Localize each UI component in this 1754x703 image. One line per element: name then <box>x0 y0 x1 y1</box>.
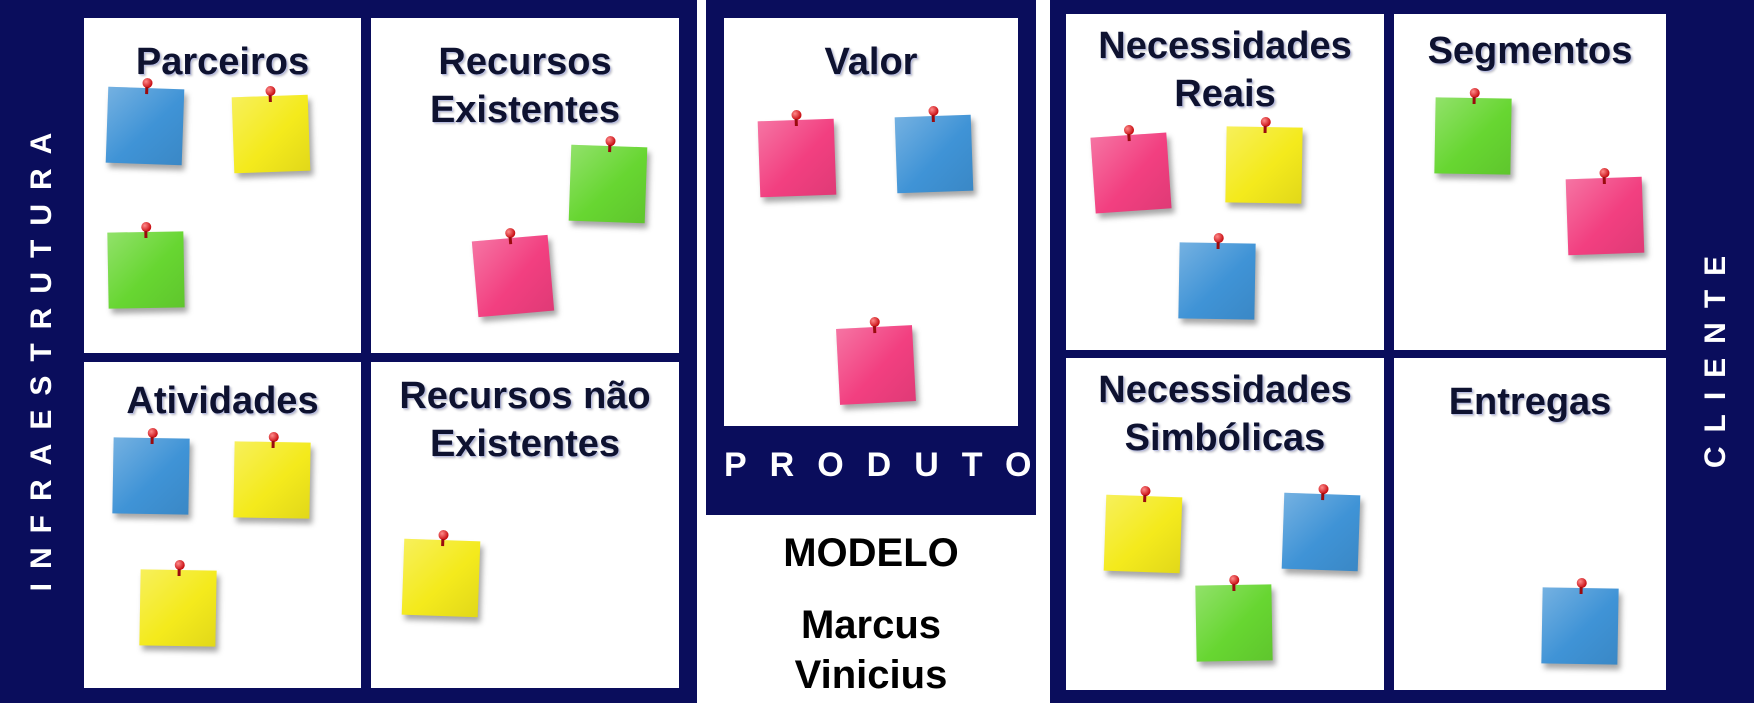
sticky-note-blue <box>1178 232 1256 320</box>
cell-recursos-nao-existentes: Recursos não Existentes <box>371 362 679 688</box>
sticky-note-blue <box>1281 483 1361 572</box>
pin-icon <box>1229 574 1240 586</box>
sticky-note-yellow <box>231 85 311 174</box>
author-first-name: Marcus <box>800 603 942 647</box>
cliente-panel: CLIENTE Necessidades Reais Segmentos Nec… <box>1050 0 1754 703</box>
sticky-note-blue <box>894 105 974 194</box>
title-entregas: Entregas <box>1448 381 1612 423</box>
pin-icon <box>1318 483 1329 495</box>
cell-entregas: Entregas <box>1394 358 1666 690</box>
sticky-note-blue <box>112 427 190 515</box>
pin-icon <box>605 135 616 147</box>
pin-icon <box>174 559 185 571</box>
title-recursos-nao-existentes: Recursos não Existentes <box>371 372 679 468</box>
title-recursos-existentes: Recursos Existentes <box>371 38 679 134</box>
infraestrutura-label: INFRAESTRUTURA <box>25 118 58 592</box>
pin-icon <box>1123 124 1135 136</box>
pin-icon <box>1469 87 1480 99</box>
title-necessidades-simbolicas: Necessidades Simbólicas <box>1066 366 1384 462</box>
title-recursos-existentes-line2: Existentes <box>429 89 621 131</box>
title-recursos-existentes-line1: Recursos <box>438 41 612 83</box>
sticky-note-pink <box>1090 124 1172 214</box>
sticky-note-green <box>107 221 185 309</box>
cell-necessidades-simbolicas: Necessidades Simbólicas <box>1066 358 1384 690</box>
pin-icon <box>1140 485 1151 497</box>
pin-icon <box>1213 232 1224 244</box>
pin-icon <box>791 109 802 121</box>
sticky-note-blue <box>1541 577 1619 665</box>
produto-label: PRODUTO <box>724 446 1055 484</box>
cell-parceiros: Parceiros <box>84 18 361 353</box>
pin-icon <box>504 227 516 239</box>
pin-icon <box>142 77 153 89</box>
author-last-name: Vinicius <box>794 653 948 697</box>
pin-icon <box>147 427 158 439</box>
title-necessidades-reais-line2: Reais <box>1174 73 1276 115</box>
cell-necessidades-reais: Necessidades Reais <box>1066 14 1384 350</box>
pin-icon <box>928 105 939 117</box>
pin-icon <box>869 316 881 328</box>
pin-icon <box>268 431 279 443</box>
title-valor: Valor <box>824 41 918 83</box>
sticky-note-yellow <box>1225 116 1303 204</box>
sticky-note-pink <box>757 109 837 198</box>
cell-recursos-existentes: Recursos Existentes <box>371 18 679 353</box>
sticky-note-green <box>568 135 648 224</box>
cell-atividades: Atividades <box>84 362 361 688</box>
sticky-note-pink <box>1565 167 1645 256</box>
sticky-note-yellow <box>139 559 217 647</box>
pin-icon <box>438 529 449 541</box>
pin-icon <box>1576 577 1587 589</box>
pin-icon <box>141 221 152 233</box>
title-parceiros: Parceiros <box>135 41 310 83</box>
produto-panel: Valor PRODUTO <box>706 0 1036 515</box>
modelo-caption: MODELO <box>783 531 959 575</box>
sticky-note-yellow <box>401 529 481 618</box>
cell-segmentos: Segmentos <box>1394 14 1666 350</box>
title-recursos-nao-line2: Existentes <box>429 423 621 465</box>
sticky-note-yellow <box>1103 485 1183 574</box>
title-atividades: Atividades <box>126 380 319 422</box>
title-necessidades-simbolicas-line1: Necessidades <box>1098 369 1352 411</box>
sticky-note-pink <box>836 316 916 405</box>
sticky-note-pink <box>471 227 555 318</box>
title-necessidades-simbolicas-line2: Simbólicas <box>1124 417 1326 459</box>
title-necessidades-reais: Necessidades Reais <box>1066 22 1384 118</box>
sticky-note-blue <box>105 77 185 166</box>
pin-icon <box>1599 167 1610 179</box>
sticky-note-green <box>1434 87 1512 175</box>
title-recursos-nao-line1: Recursos não <box>399 375 651 417</box>
infraestrutura-panel: INFRAESTRUTURA Parceiros Recursos Existe… <box>0 0 697 703</box>
pin-icon <box>265 85 276 97</box>
sticky-note-green <box>1195 574 1273 662</box>
pin-icon <box>1260 116 1271 128</box>
cliente-label: CLIENTE <box>1699 241 1732 469</box>
title-necessidades-reais-line1: Necessidades <box>1098 25 1352 67</box>
sticky-note-yellow <box>233 431 311 519</box>
title-segmentos: Segmentos <box>1427 30 1633 72</box>
cell-valor: Valor <box>724 18 1018 426</box>
